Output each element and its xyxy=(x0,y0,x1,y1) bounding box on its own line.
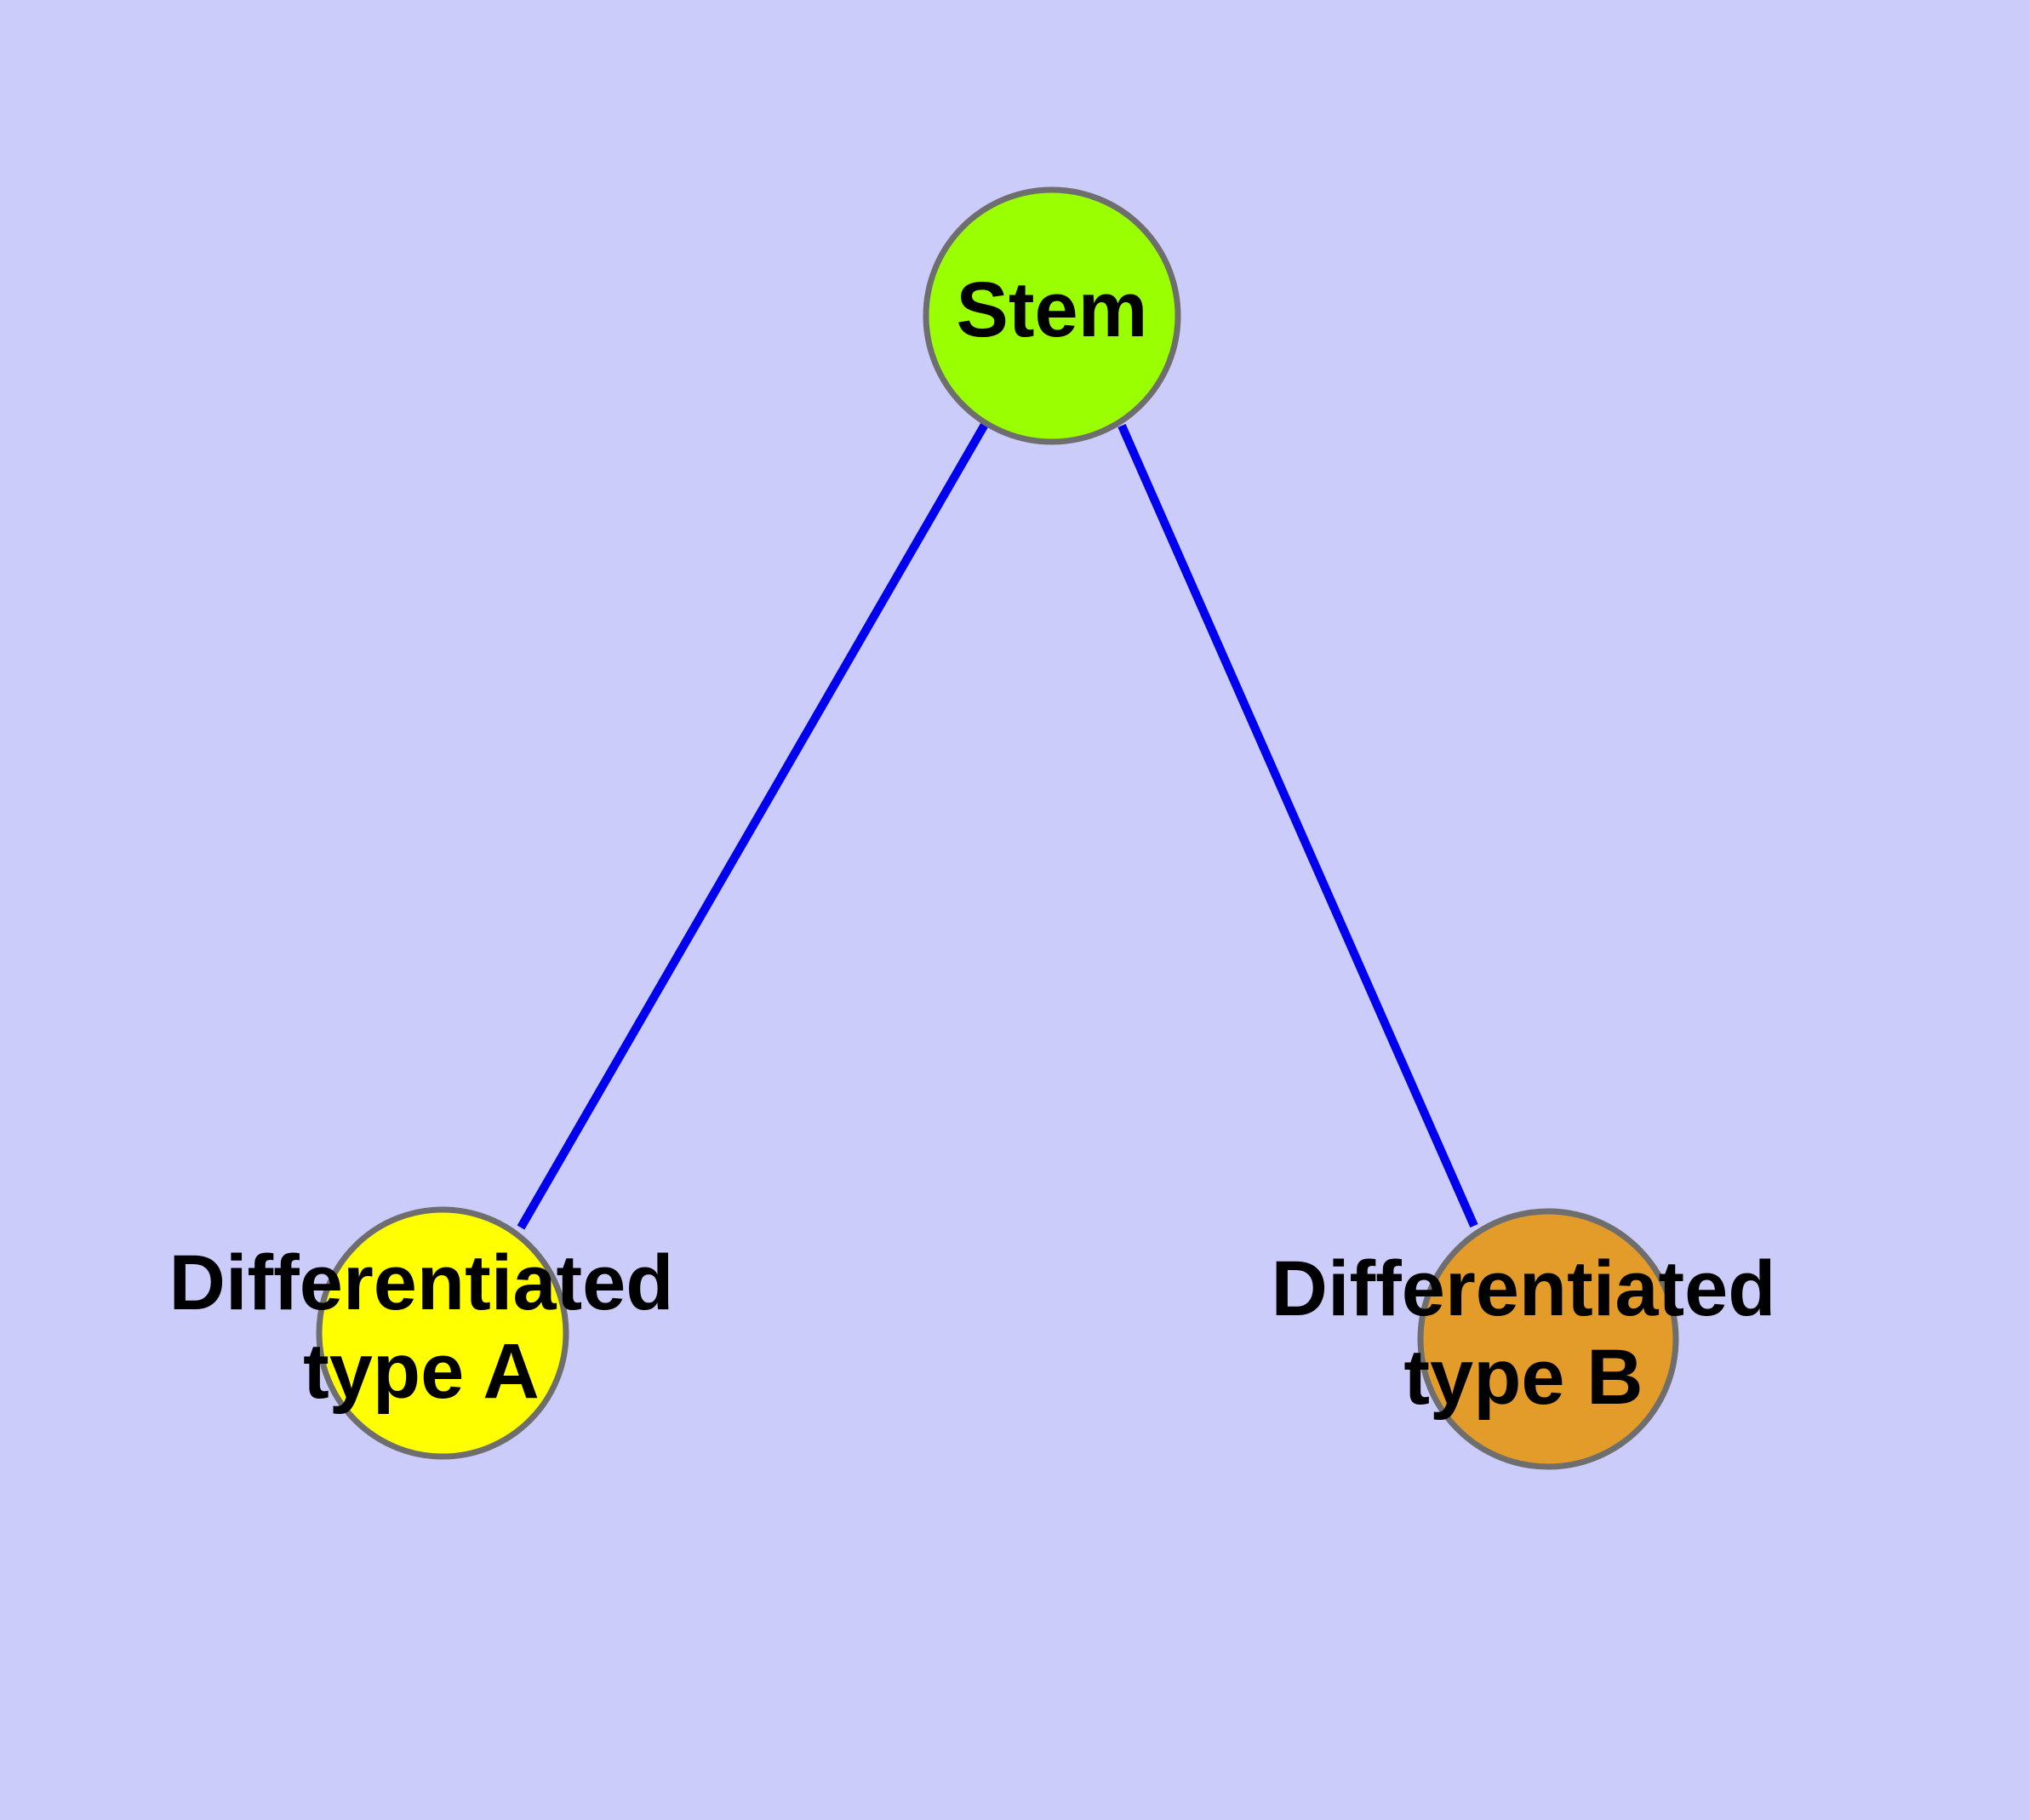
node-stem[interactable] xyxy=(923,186,1181,445)
node-label-line: Stem xyxy=(957,266,1148,353)
node-label-line: Differentiated xyxy=(169,1239,674,1326)
node-diff-b[interactable] xyxy=(1417,1208,1679,1470)
node-label-stem: Stem xyxy=(957,266,1148,353)
node-label-line: type B xyxy=(1403,1334,1643,1421)
edge-stem-to-diff-a xyxy=(517,421,990,1230)
node-diff-a[interactable] xyxy=(316,1206,569,1460)
node-label-line: Differentiated xyxy=(1272,1245,1776,1332)
node-label-line: type A xyxy=(303,1328,540,1415)
edges-group xyxy=(517,421,1478,1230)
edge-stem-to-diff-b xyxy=(1117,423,1478,1228)
